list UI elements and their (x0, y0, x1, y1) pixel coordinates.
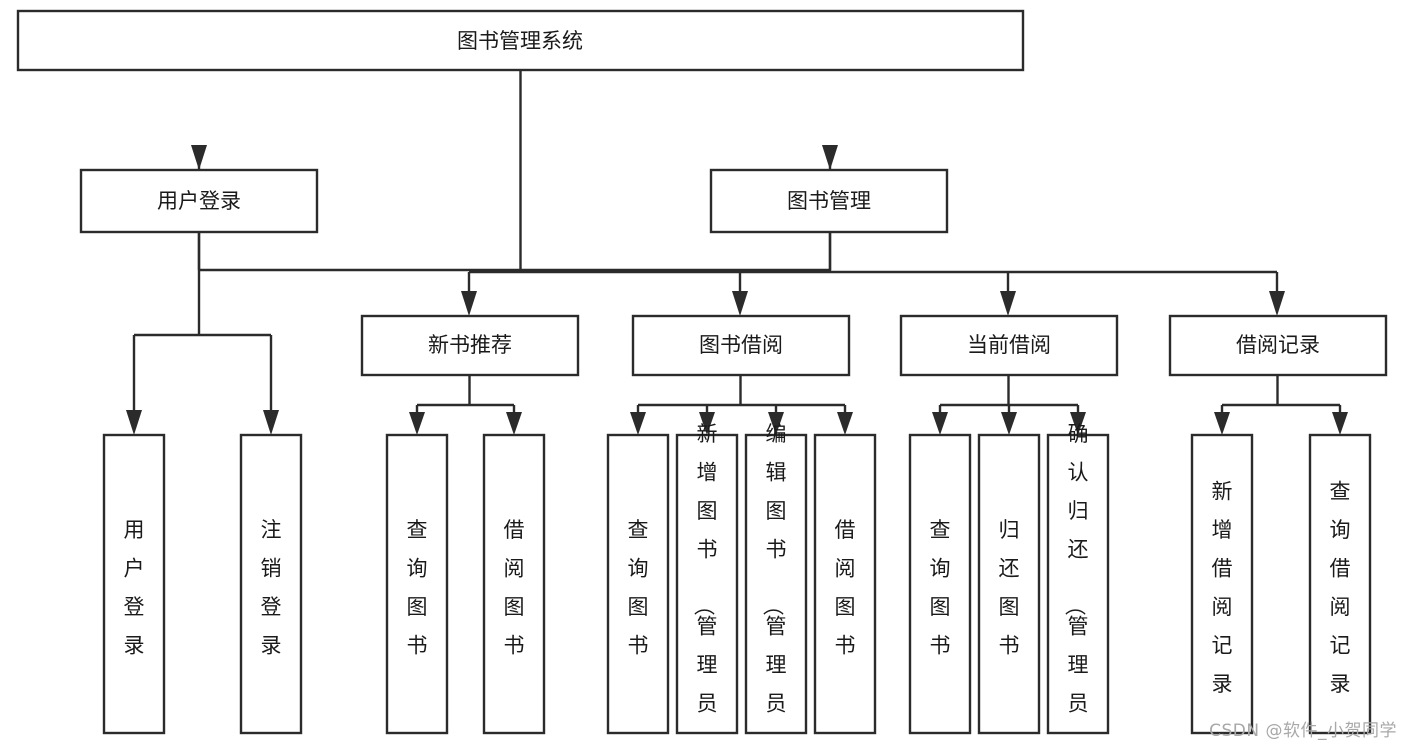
node-leaf-query-book-3-label: 查询图书 (930, 518, 951, 658)
node-leaf-query-book-3[interactable]: 查询图书 (908, 433, 972, 735)
node-user-login[interactable]: 用户登录 (79, 168, 319, 234)
node-leaf-query-record-label: 查询借阅记录 (1330, 480, 1351, 697)
node-leaf-query-record-box[interactable] (1308, 433, 1372, 735)
arrowhead-icon (461, 291, 477, 316)
arrowhead-icon (506, 412, 522, 435)
node-book-borrow-label: 图书借阅 (699, 333, 783, 357)
node-leaf-query-book-2[interactable]: 查询图书 (606, 433, 670, 735)
arrowhead-icon (822, 145, 838, 170)
node-user-login-label: 用户登录 (157, 189, 241, 213)
node-leaf-edit-book-label: 编辑图书（管理员） (761, 422, 787, 747)
arrowhead-icon (1070, 412, 1086, 435)
node-borrow-record-label: 借阅记录 (1236, 333, 1320, 357)
node-leaf-confirm-return[interactable]: 确认归还（管理员） (1046, 422, 1110, 747)
node-leaf-add-book[interactable]: 新增图书（管理员） (675, 422, 739, 747)
node-leaf-add-record-label: 新增借阅记录 (1212, 480, 1233, 697)
arrowhead-icon (837, 412, 853, 435)
arrowhead-icon (932, 412, 948, 435)
node-borrow-record[interactable]: 借阅记录 (1168, 314, 1388, 377)
node-leaf-return-book[interactable]: 归还图书 (977, 433, 1041, 735)
node-leaf-add-record[interactable]: 新增借阅记录 (1190, 433, 1254, 735)
node-leaf-edit-book-box[interactable] (744, 433, 808, 735)
node-book-borrow[interactable]: 图书借阅 (631, 314, 851, 377)
node-leaf-query-book-1-label: 查询图书 (407, 518, 428, 658)
node-leaf-add-book-label: 新增图书（管理员） (692, 422, 718, 747)
arrowhead-icon (263, 410, 279, 435)
node-leaf-query-record[interactable]: 查询借阅记录 (1308, 433, 1372, 735)
node-book-manage[interactable]: 图书管理 (709, 168, 949, 234)
node-new-book-recommend-label: 新书推荐 (428, 333, 512, 357)
arrowhead-icon (409, 412, 425, 435)
node-leaf-user-login-box[interactable] (102, 433, 166, 735)
arrowhead-icon (1001, 412, 1017, 435)
node-current-borrow-label: 当前借阅 (967, 333, 1051, 357)
node-leaf-user-login[interactable]: 用户登录 (102, 433, 166, 735)
node-new-book-recommend-box[interactable] (360, 314, 580, 377)
node-current-borrow-box[interactable] (899, 314, 1119, 377)
node-leaf-add-record-box[interactable] (1190, 433, 1254, 735)
node-leaf-logout-login-box[interactable] (239, 433, 303, 735)
node-root[interactable]: 图书管理系统 (16, 9, 1025, 72)
node-leaf-borrow-book-1-label: 借阅图书 (504, 518, 525, 658)
node-leaf-borrow-book-1-box[interactable] (482, 433, 546, 735)
node-book-manage-box[interactable] (709, 168, 949, 234)
node-leaf-confirm-return-label: 确认归还（管理员） (1063, 422, 1089, 747)
node-leaf-borrow-book-1[interactable]: 借阅图书 (482, 433, 546, 735)
arrowhead-icon (699, 412, 715, 435)
node-leaf-logout-login-label: 注销登录 (261, 518, 282, 658)
node-leaf-confirm-return-box[interactable] (1046, 433, 1110, 735)
node-leaf-logout-login[interactable]: 注销登录 (239, 433, 303, 735)
node-new-book-recommend[interactable]: 新书推荐 (360, 314, 580, 377)
node-root-box[interactable] (16, 9, 1025, 72)
arrowhead-icon (1000, 291, 1016, 316)
arrowhead-icon (126, 410, 142, 435)
node-leaf-query-book-2-label: 查询图书 (628, 518, 649, 658)
arrowhead-icon (1332, 412, 1348, 435)
node-leaf-borrow-book-2-box[interactable] (813, 433, 877, 735)
node-leaf-return-book-label: 归还图书 (999, 518, 1020, 658)
node-leaf-query-book-3-box[interactable] (908, 433, 972, 735)
arrowhead-icon (732, 291, 748, 316)
node-leaf-borrow-book-2-label: 借阅图书 (835, 518, 856, 658)
arrowhead-icon (1269, 291, 1285, 316)
node-user-login-box[interactable] (79, 168, 319, 234)
arrowhead-icon (1214, 412, 1230, 435)
node-leaf-user-login-label: 用户登录 (124, 518, 145, 658)
node-root-label: 图书管理系统 (457, 29, 583, 53)
arrowhead-icon (768, 412, 784, 435)
node-leaf-borrow-book-2[interactable]: 借阅图书 (813, 433, 877, 735)
arrowhead-layer (126, 145, 1348, 435)
node-leaf-query-book-1-box[interactable] (385, 433, 449, 735)
node-leaf-query-book-2-box[interactable] (606, 433, 670, 735)
watermark-text: CSDN @软件_小贺同学 (1209, 721, 1397, 741)
node-book-borrow-box[interactable] (631, 314, 851, 377)
leaf-layer: 用户登录 注销登录 查询图书 借阅图书 查询图书 新增图书（管理员） (102, 422, 1372, 747)
arrowhead-icon (630, 412, 646, 435)
node-current-borrow[interactable]: 当前借阅 (899, 314, 1119, 377)
node-book-manage-label: 图书管理 (787, 189, 871, 213)
node-leaf-return-book-box[interactable] (977, 433, 1041, 735)
node-leaf-edit-book[interactable]: 编辑图书（管理员） (744, 422, 808, 747)
arrowhead-icon (191, 145, 207, 170)
node-leaf-query-book-1[interactable]: 查询图书 (385, 433, 449, 735)
node-leaf-add-book-box[interactable] (675, 433, 739, 735)
node-borrow-record-box[interactable] (1168, 314, 1388, 377)
